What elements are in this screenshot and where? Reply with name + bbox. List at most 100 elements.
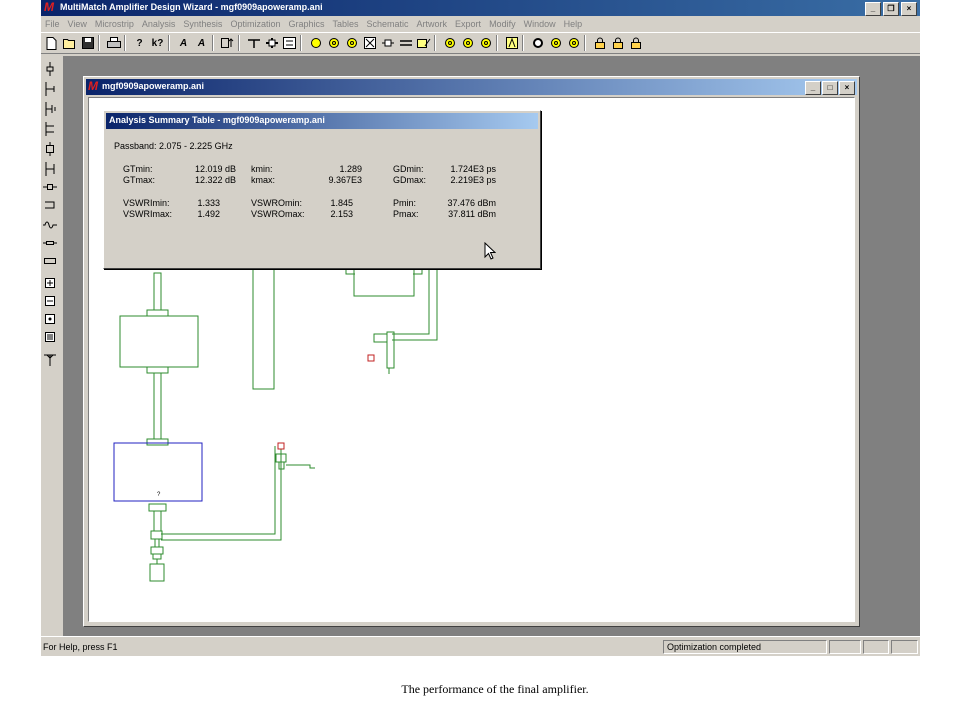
menu-help[interactable]: Help (563, 19, 583, 29)
toolbar-separator (98, 35, 100, 51)
app-titlebar[interactable]: M MultiMatch Amplifier Design Wizard - m… (41, 0, 920, 16)
doc-restore-button[interactable]: □ (822, 81, 838, 95)
plus-box-icon[interactable] (43, 276, 57, 290)
app-title: MultiMatch Amplifier Design Wizard - mgf… (60, 2, 323, 12)
grid-x-icon[interactable] (362, 36, 377, 51)
coupled-line-icon[interactable] (43, 162, 57, 176)
ring-b-icon[interactable] (548, 36, 563, 51)
app-close-button[interactable]: × (901, 2, 917, 16)
a-box-icon[interactable] (504, 36, 519, 51)
menu-export[interactable]: Export (455, 19, 482, 29)
yellow-y-icon[interactable] (442, 36, 457, 51)
toolbar-separator (124, 35, 126, 51)
help-icon[interactable]: ? (136, 37, 143, 49)
circle-icon[interactable] (308, 36, 323, 51)
context-help-icon[interactable]: k? (151, 37, 164, 49)
main-toolbar: ? k? A A (41, 32, 920, 54)
menu-optimization[interactable]: Optimization (230, 19, 281, 29)
app-restore-button[interactable]: ❐ (883, 2, 899, 16)
line-segment (373, 333, 388, 343)
new-file-icon[interactable] (44, 36, 59, 51)
stub-box-icon[interactable] (43, 142, 57, 156)
port-icon (367, 354, 375, 362)
resistor-icon[interactable] (43, 236, 57, 250)
yellow-s-icon[interactable] (460, 36, 475, 51)
tee-icon[interactable] (246, 36, 261, 51)
yellow-dot-icon[interactable] (478, 36, 493, 51)
multimatch-logo-icon: M (88, 79, 98, 93)
ring-icon[interactable] (530, 36, 545, 51)
analysis-summary-dialog: Analysis Summary Table - mgf0909apoweram… (103, 110, 541, 269)
dialog-titlebar[interactable]: Analysis Summary Table - mgf0909apoweram… (106, 113, 538, 129)
figure-caption: The performance of the final amplifier. (401, 682, 589, 696)
menu-analysis[interactable]: Analysis (141, 19, 176, 29)
block-icon[interactable] (43, 254, 57, 268)
doc-close-button[interactable]: × (839, 81, 855, 95)
toolbar-separator (584, 35, 586, 51)
toolbar-separator (212, 35, 214, 51)
minus-box-icon[interactable] (43, 294, 57, 308)
tline-icon[interactable] (380, 36, 395, 51)
dot-box-icon[interactable] (43, 312, 57, 326)
menu-synthesis[interactable]: Synthesis (183, 19, 223, 29)
series-line-icon[interactable] (43, 62, 57, 76)
lines-box-icon[interactable] (43, 330, 57, 344)
summary-label: Pmin: (393, 198, 417, 208)
summary-label: VSWROmax: (251, 209, 305, 219)
stub-line (252, 267, 275, 390)
menu-microstrip[interactable]: Microstrip (94, 19, 134, 29)
menu-artwork[interactable]: Artwork (416, 19, 448, 29)
stub-pair-icon[interactable] (43, 122, 57, 136)
line-segment (153, 372, 162, 440)
tool-b-icon[interactable]: A (197, 37, 206, 49)
cross-icon[interactable] (264, 36, 279, 51)
status-message: Optimization completed (663, 640, 827, 654)
line-segment (154, 538, 160, 548)
print-icon[interactable] (106, 36, 121, 51)
doc-minimize-button[interactable]: _ (805, 81, 821, 95)
document-titlebar[interactable]: M mgf0909apoweramp.ani _ □ × (86, 79, 857, 95)
line-segment (386, 331, 395, 369)
menu-schematic[interactable]: Schematic (366, 19, 409, 29)
summary-label: kmax: (251, 175, 276, 185)
lock-a-icon[interactable] (592, 36, 607, 51)
capacitor-series-icon[interactable] (43, 180, 57, 194)
summary-value: 2.219E3 ps (450, 175, 496, 185)
menu-tables[interactable]: Tables (332, 19, 359, 29)
summary-label: Pmax: (393, 209, 419, 219)
capacitor-block (149, 563, 165, 582)
dialog-title: Analysis Summary Table - mgf0909apoweram… (109, 115, 325, 125)
edit-icon[interactable] (416, 36, 431, 51)
line-segment (345, 268, 423, 275)
shunt-short-icon[interactable] (43, 102, 57, 116)
shunt-open-icon[interactable] (43, 82, 57, 96)
mouse-cursor-icon (484, 242, 496, 260)
tool-a-icon[interactable]: A (179, 37, 188, 49)
status-pane-empty (829, 640, 861, 654)
antenna-icon[interactable] (43, 352, 57, 366)
menu-view[interactable]: View (67, 19, 87, 29)
node-marker-icon: ? (157, 492, 161, 498)
port-icon[interactable] (220, 36, 235, 51)
circle-g-icon[interactable] (344, 36, 359, 51)
circle-f-icon[interactable] (326, 36, 341, 51)
lock-c-icon[interactable] (628, 36, 643, 51)
app-minimize-button[interactable]: _ (865, 2, 881, 16)
bend-icon[interactable] (43, 198, 57, 212)
box-icon[interactable] (282, 36, 297, 51)
swap-icon[interactable] (398, 36, 413, 51)
line-segment (150, 546, 164, 555)
inductor-icon[interactable] (43, 218, 57, 232)
menu-window[interactable]: Window (523, 19, 556, 29)
menu-graphics[interactable]: Graphics (288, 19, 325, 29)
status-bar: For Help, press F1 Optimization complete… (41, 636, 920, 656)
ring-c-icon[interactable] (566, 36, 581, 51)
save-icon[interactable] (80, 36, 95, 51)
open-folder-icon[interactable] (62, 36, 77, 51)
lock-b-icon[interactable] (610, 36, 625, 51)
menu-modify[interactable]: Modify (489, 19, 516, 29)
menu-file[interactable]: File (45, 19, 60, 29)
summary-value: 12.322 dB (194, 175, 236, 185)
toolbar-separator (238, 35, 240, 51)
summary-label: GDmax: (393, 175, 427, 185)
